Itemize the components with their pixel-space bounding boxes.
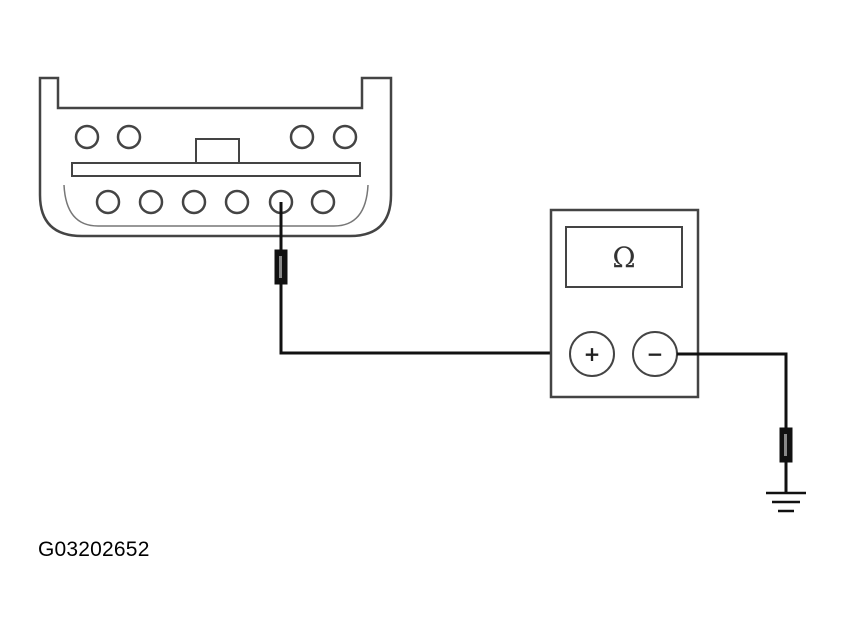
- connector-body: [38, 76, 393, 238]
- connector-pin: [138, 189, 164, 215]
- connector-pin: [332, 124, 358, 150]
- positive-lead: [274, 202, 570, 355]
- connector-divider-bar: [71, 162, 361, 177]
- positive-probe-tip-highlight: [279, 256, 282, 278]
- connector-pin: [289, 124, 315, 150]
- ground-icon: [766, 491, 806, 513]
- connector-pin: [310, 189, 336, 215]
- positive-terminal-label: +: [584, 342, 601, 366]
- ohm-symbol: Ω: [612, 241, 635, 274]
- positive-terminal: [569, 331, 615, 377]
- connector-pin: [116, 124, 142, 150]
- multimeter-display: [565, 226, 683, 288]
- connector-pin: [74, 124, 100, 150]
- figure-id: G03202652: [38, 538, 150, 561]
- connector: [38, 76, 393, 238]
- connector-inner-shell: [63, 184, 369, 227]
- negative-terminal-label: −: [647, 342, 664, 366]
- connector-pin: [224, 189, 250, 215]
- connector-pin: [181, 189, 207, 215]
- connector-pin: [95, 189, 121, 215]
- negative-probe-tip-highlight: [784, 434, 787, 456]
- negative-lead: [677, 352, 793, 492]
- multimeter: Ω + −: [549, 208, 700, 399]
